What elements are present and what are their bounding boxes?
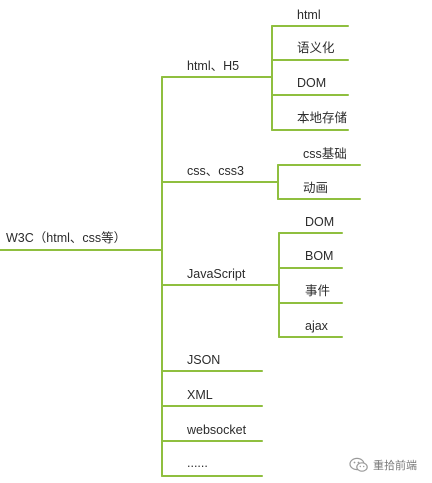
wechat-icon	[349, 457, 369, 473]
leaf-semantics: 语义化	[297, 41, 335, 55]
branch-websocket: websocket	[187, 423, 247, 437]
branch-more: ......	[187, 456, 208, 470]
leaf-animation: 动画	[303, 181, 329, 195]
branch-html-h5: html、H5	[187, 59, 240, 73]
leaf-css-basics: css基础	[303, 147, 347, 161]
leaf-events: 事件	[305, 284, 331, 298]
root-node: W3C（html、css等）	[6, 231, 127, 245]
leaf-dom-h5: DOM	[297, 76, 327, 90]
branch-xml: XML	[187, 388, 213, 402]
branch-css: css、css3	[187, 164, 244, 178]
leaf-bom: BOM	[305, 249, 334, 263]
leaf-local-storage: 本地存储	[297, 111, 348, 125]
leaf-html: html	[297, 8, 321, 22]
leaf-dom-js: DOM	[305, 215, 335, 229]
branch-json: JSON	[187, 353, 221, 367]
leaf-ajax: ajax	[305, 319, 328, 333]
watermark: 重拾前端	[349, 456, 417, 474]
branch-javascript: JavaScript	[187, 267, 246, 281]
watermark-text: 重拾前端	[373, 460, 417, 472]
